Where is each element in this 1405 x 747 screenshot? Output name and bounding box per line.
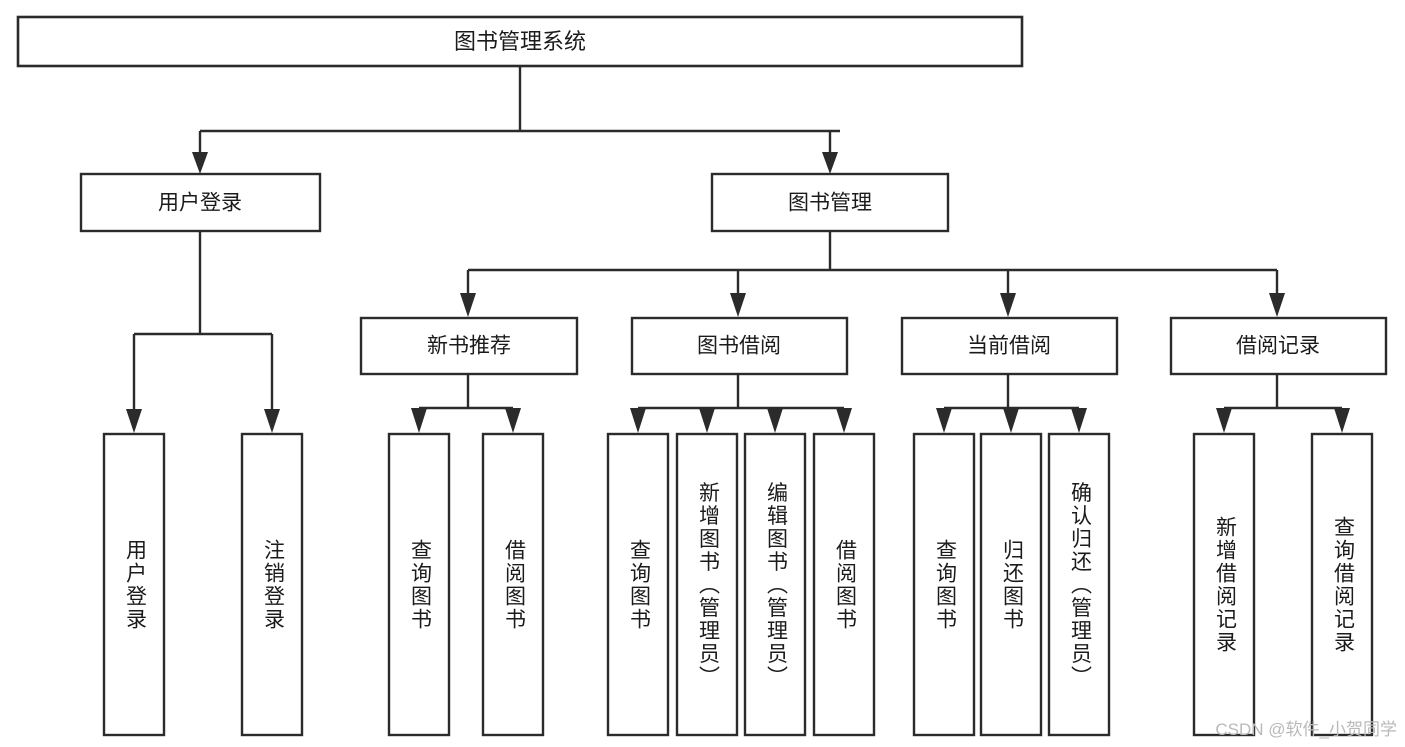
leaf-query-book-1-label: 查询图书 <box>408 539 432 631</box>
connector-layer <box>126 66 1350 433</box>
arrow-head-book-management <box>822 152 838 174</box>
leaf-add-book-box[interactable] <box>675 432 739 737</box>
leaf-query-record-label: 查询借阅记录 <box>1331 516 1355 654</box>
leaf-query-record[interactable]: 查询借阅记录 <box>1310 432 1374 737</box>
leaf-borrow-book-1-label: 借阅图书 <box>502 539 526 631</box>
arrow-head-user-login <box>192 152 208 174</box>
leaf-query-book-1-box[interactable] <box>387 432 451 737</box>
arrow-head-new-book-recommend <box>460 293 476 317</box>
leaf-query-book-3-label: 查询图书 <box>933 539 957 631</box>
leaf-borrow-book-1-box[interactable] <box>481 432 545 737</box>
node-root[interactable]: 图书管理系统 <box>16 15 1024 68</box>
node-borrow-record[interactable]: 借阅记录 <box>1169 316 1388 376</box>
arrow-head-leaf-add-book <box>699 408 715 433</box>
leaf-user-login-box[interactable] <box>102 432 166 737</box>
node-current-borrow-box[interactable] <box>900 316 1119 376</box>
node-current-borrow-label: 当前借阅 <box>967 335 1051 358</box>
arrow-head-current-borrow <box>1000 293 1016 317</box>
leaf-query-book-3-box[interactable] <box>912 432 976 737</box>
leaf-return-book-box[interactable] <box>979 432 1043 737</box>
leaf-borrow-book-2[interactable]: 借阅图书 <box>812 432 876 737</box>
leaf-query-book-3[interactable]: 查询图书 <box>912 432 976 737</box>
leaf-add-record-label: 新增借阅记录 <box>1213 516 1237 654</box>
node-root-box[interactable] <box>16 15 1024 68</box>
arrow-head-leaf-query-book-1 <box>411 408 427 433</box>
arrow-head-leaf-query-record <box>1334 408 1350 433</box>
leaf-logout-login-box[interactable] <box>240 432 304 737</box>
leaf-add-record-box[interactable] <box>1192 432 1256 737</box>
arrow-head-leaf-edit-book <box>767 408 783 433</box>
node-book-borrow-label: 图书借阅 <box>697 335 781 358</box>
leaf-query-record-box[interactable] <box>1310 432 1374 737</box>
leaf-add-record[interactable]: 新增借阅记录 <box>1192 432 1256 737</box>
arrow-head-leaf-borrow-book-1 <box>505 408 521 433</box>
arrow-head-leaf-add-record <box>1216 408 1232 433</box>
leaf-query-book-2[interactable]: 查询图书 <box>606 432 670 737</box>
node-user-login-label: 用户登录 <box>158 192 242 215</box>
leaf-edit-book-box[interactable] <box>743 432 807 737</box>
leaf-logout-login[interactable]: 注销登录 <box>240 432 304 737</box>
arrow-head-borrow-record <box>1269 293 1285 317</box>
arrow-head-leaf-user-login <box>126 409 142 433</box>
leaf-query-book-2-label: 查询图书 <box>627 539 651 631</box>
arrow-head-leaf-return-book <box>1003 408 1019 433</box>
node-new-book-recommend-box[interactable] <box>359 316 579 376</box>
leaf-user-login-label: 用户登录 <box>123 539 147 631</box>
leaf-return-book-label: 归还图书 <box>1000 539 1024 631</box>
leaf-confirm-return[interactable]: 确认归还（管理员） <box>1047 432 1111 737</box>
leaf-confirm-return-label: 确认归还（管理员） <box>1068 482 1092 689</box>
node-current-borrow[interactable]: 当前借阅 <box>900 316 1119 376</box>
arrow-head-leaf-borrow-book-2 <box>836 408 852 433</box>
leaf-add-book[interactable]: 新增图书（管理员） <box>675 432 739 737</box>
leaf-confirm-return-box[interactable] <box>1047 432 1111 737</box>
node-book-borrow[interactable]: 图书借阅 <box>630 316 849 376</box>
leaf-edit-book[interactable]: 编辑图书（管理员） <box>743 432 807 737</box>
leaf-query-book-1[interactable]: 查询图书 <box>387 432 451 737</box>
node-book-management-label: 图书管理 <box>788 192 872 215</box>
node-new-book-recommend-label: 新书推荐 <box>427 335 511 358</box>
node-root-label: 图书管理系统 <box>454 29 586 54</box>
leaf-return-book[interactable]: 归还图书 <box>979 432 1043 737</box>
node-user-login[interactable]: 用户登录 <box>79 172 322 233</box>
leaf-borrow-book-2-label: 借阅图书 <box>833 539 857 631</box>
arrow-head-book-borrow <box>730 293 746 317</box>
arrow-head-leaf-logout-login <box>264 409 280 433</box>
leaf-edit-book-label: 编辑图书（管理员） <box>764 482 788 689</box>
csdn-watermark: CSDN @软件_小贺同学 <box>1215 720 1397 739</box>
leaf-add-book-label: 新增图书（管理员） <box>696 482 720 689</box>
node-user-login-box[interactable] <box>79 172 322 233</box>
node-borrow-record-label: 借阅记录 <box>1236 335 1320 358</box>
leaf-query-book-2-box[interactable] <box>606 432 670 737</box>
node-new-book-recommend[interactable]: 新书推荐 <box>359 316 579 376</box>
node-book-management[interactable]: 图书管理 <box>710 172 950 233</box>
leaf-borrow-book-1[interactable]: 借阅图书 <box>481 432 545 737</box>
arrow-head-leaf-query-book-2 <box>630 408 646 433</box>
leaf-logout-login-label: 注销登录 <box>261 539 285 631</box>
node-book-management-box[interactable] <box>710 172 950 233</box>
arrow-head-leaf-confirm-return <box>1071 408 1087 433</box>
node-book-borrow-box[interactable] <box>630 316 849 376</box>
leaf-user-login[interactable]: 用户登录 <box>102 432 166 737</box>
arrow-head-leaf-query-book-3 <box>936 408 952 433</box>
leaf-borrow-book-2-box[interactable] <box>812 432 876 737</box>
node-borrow-record-box[interactable] <box>1169 316 1388 376</box>
